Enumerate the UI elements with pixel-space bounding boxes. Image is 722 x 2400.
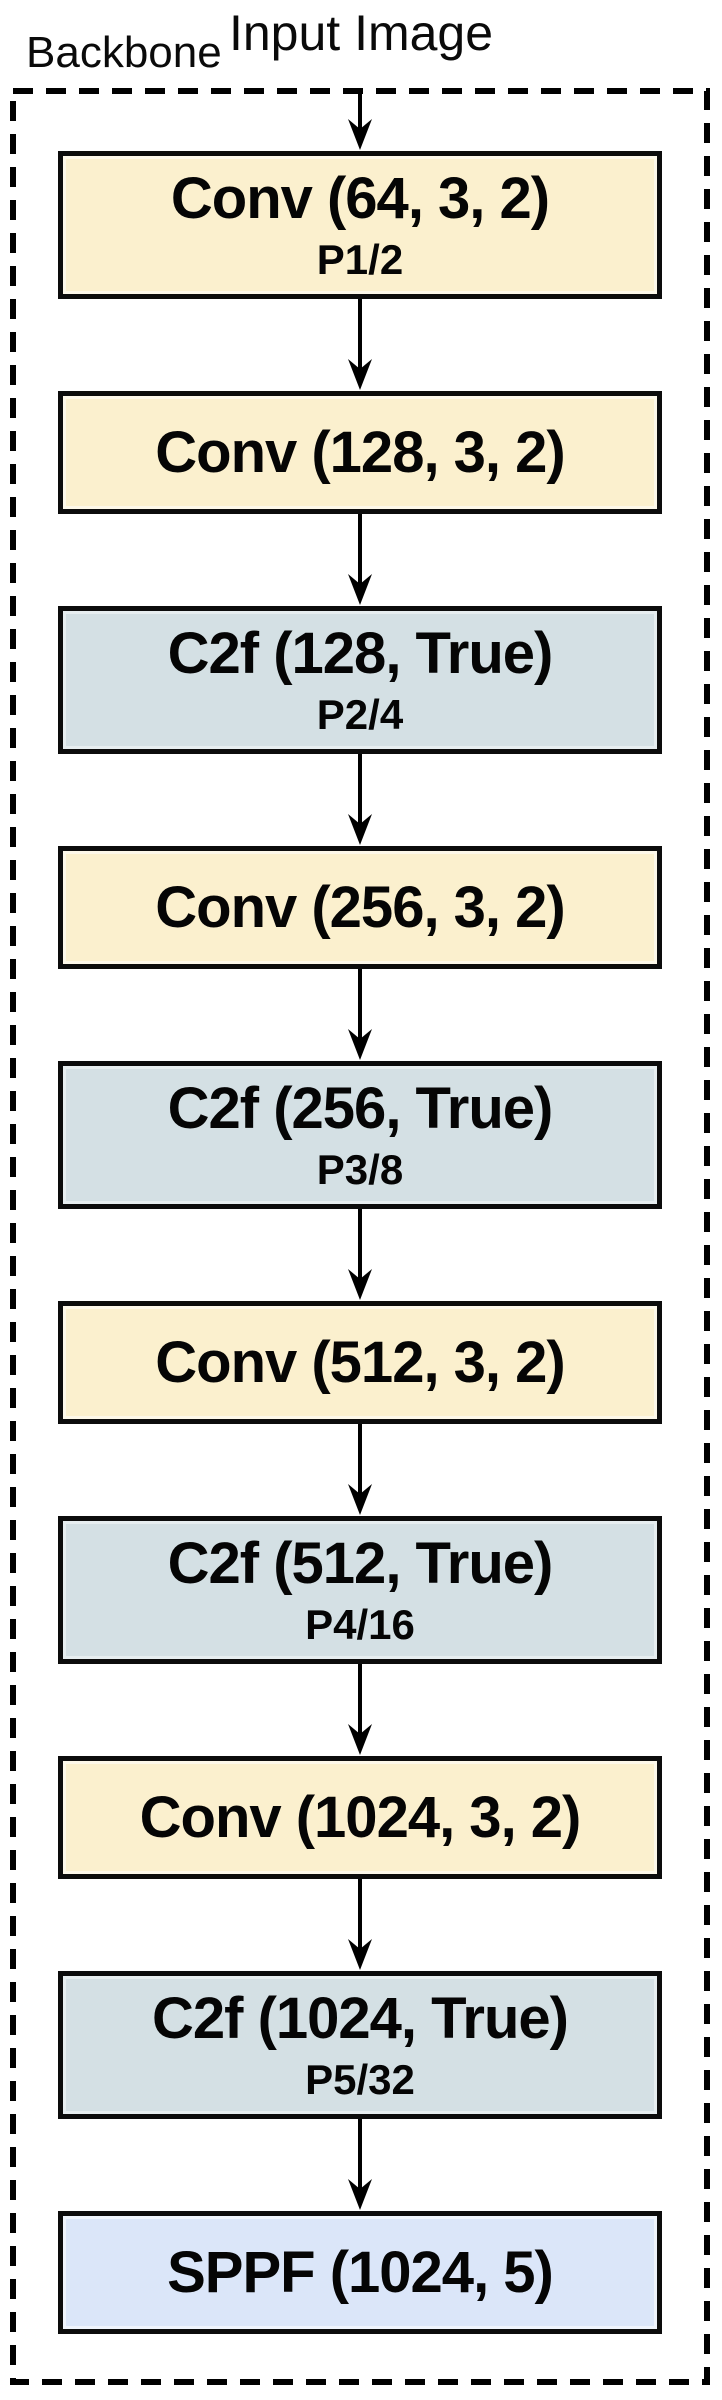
block-sppf: SPPF (1024, 5) xyxy=(58,2211,662,2334)
flow-arrow-icon xyxy=(348,1209,372,1300)
block-c2f-256: C2f (256, True) P3/8 xyxy=(58,1061,662,1209)
input-image-title: Input Image xyxy=(228,5,494,61)
block-sublabel: P5/32 xyxy=(305,2055,415,2103)
block-conv-512: Conv (512, 3, 2) xyxy=(58,1301,662,1424)
block-conv-64: Conv (64, 3, 2) P1/2 xyxy=(58,151,662,299)
block-label: SPPF (1024, 5) xyxy=(167,2239,554,2305)
block-label: C2f (128, True) xyxy=(167,621,554,687)
block-conv-256: Conv (256, 3, 2) xyxy=(58,846,662,969)
block-label: Conv (256, 3, 2) xyxy=(155,874,565,940)
backbone-stack: Conv (64, 3, 2) P1/2 Conv (128, 3, 2) C2… xyxy=(15,93,705,2380)
block-label: Conv (64, 3, 2) xyxy=(170,166,550,232)
block-conv-1024: Conv (1024, 3, 2) xyxy=(58,1756,662,1879)
block-sublabel: P4/16 xyxy=(305,1600,415,1648)
flow-arrow-icon xyxy=(348,2119,372,2210)
block-c2f-512: C2f (512, True) P4/16 xyxy=(58,1516,662,1664)
backbone-dashed-container: Conv (64, 3, 2) P1/2 Conv (128, 3, 2) C2… xyxy=(10,88,710,2385)
block-label: Conv (512, 3, 2) xyxy=(155,1329,565,1395)
flow-arrow-icon xyxy=(348,754,372,845)
flow-arrow-icon xyxy=(348,299,372,390)
block-label: Conv (128, 3, 2) xyxy=(155,419,565,485)
flow-arrow-icon xyxy=(348,1424,372,1515)
block-label: C2f (512, True) xyxy=(167,1531,554,1597)
block-label: Conv (1024, 3, 2) xyxy=(139,1784,582,1850)
block-c2f-1024: C2f (1024, True) P5/32 xyxy=(58,1971,662,2119)
flow-arrow-icon xyxy=(348,1664,372,1755)
block-label: C2f (1024, True) xyxy=(152,1986,569,2052)
block-label: C2f (256, True) xyxy=(167,1076,554,1142)
block-conv-128: Conv (128, 3, 2) xyxy=(58,391,662,514)
dashed-border xyxy=(10,88,710,2385)
flow-arrow-icon xyxy=(348,969,372,1060)
backbone-section-label: Backbone xyxy=(26,28,222,77)
block-sublabel: P2/4 xyxy=(316,690,404,738)
input-arrow-icon xyxy=(348,93,372,150)
flow-arrow-icon xyxy=(348,1879,372,1970)
block-sublabel: P1/2 xyxy=(316,235,404,283)
flow-arrow-icon xyxy=(348,514,372,605)
block-c2f-128: C2f (128, True) P2/4 xyxy=(58,606,662,754)
block-sublabel: P3/8 xyxy=(316,1145,404,1193)
